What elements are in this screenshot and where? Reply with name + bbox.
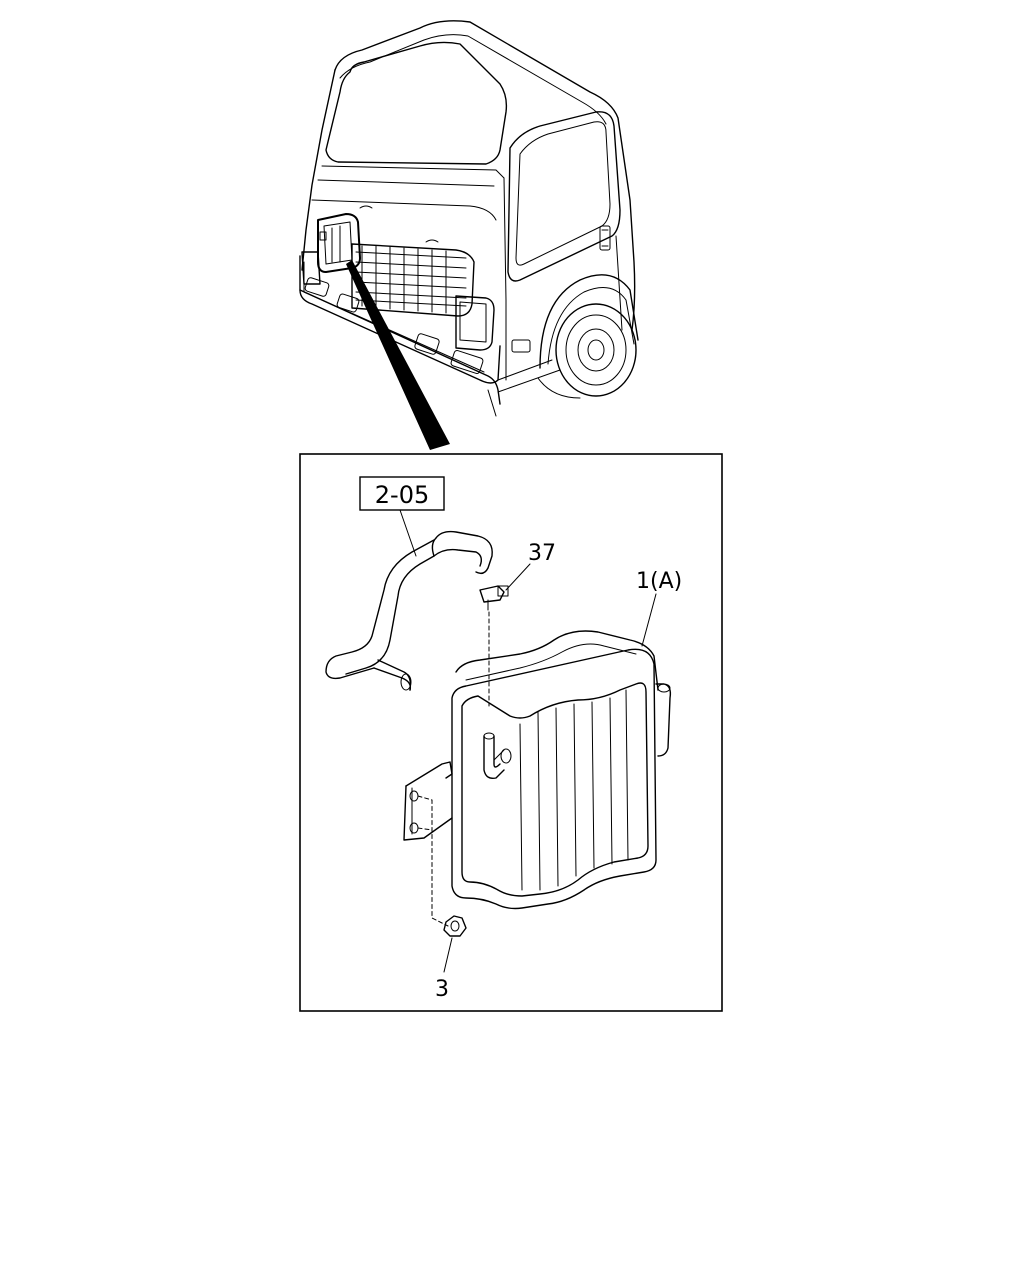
truck-cab-illustration bbox=[299, 20, 639, 450]
part-3-label: 3 bbox=[435, 977, 449, 1002]
part-1a-washer-tank: 1(A) bbox=[403, 569, 682, 927]
reference-code-box: 2-05 bbox=[359, 476, 445, 511]
part-37-hose-joint: 37 bbox=[479, 541, 556, 707]
reference-code-label: 2-05 bbox=[375, 481, 429, 509]
washer-hose bbox=[325, 509, 493, 691]
part-1a-label: 1(A) bbox=[636, 569, 682, 594]
part-3-nut: 3 bbox=[435, 915, 467, 1002]
detail-frame bbox=[299, 453, 723, 1012]
callout-leader bbox=[346, 260, 450, 450]
part-37-label: 37 bbox=[528, 541, 556, 566]
